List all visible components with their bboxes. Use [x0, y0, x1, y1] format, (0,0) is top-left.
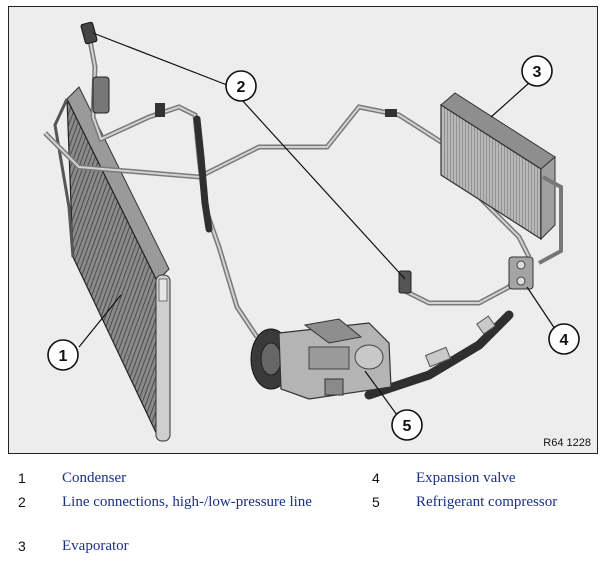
legend-text: Refrigerant compressor — [416, 494, 558, 510]
line-connection-fittings — [80, 21, 412, 294]
legend-number: 1 — [18, 470, 26, 486]
condenser — [53, 86, 171, 442]
legend-text: Evaporator — [62, 538, 129, 554]
evaporator — [440, 92, 563, 265]
callout-2: 2 — [225, 70, 257, 102]
legend-text: Condenser — [62, 470, 127, 486]
diagram-figure: 1 2 3 4 5 R64 1228 — [8, 6, 598, 454]
callout-5: 5 — [391, 409, 423, 441]
leader-lines — [78, 32, 556, 416]
legend-number: 5 — [372, 494, 380, 510]
legend: 1 Condenser 2 Line connections, high-/lo… — [0, 462, 608, 562]
legend-text: Line connections, high-/low-pressure lin… — [62, 494, 312, 510]
callout-1: 1 — [47, 339, 79, 371]
svg-text:1: 1 — [59, 348, 68, 365]
expansion-valve — [508, 256, 534, 290]
svg-text:4: 4 — [560, 332, 569, 349]
hoses — [193, 115, 514, 400]
callout-4: 4 — [548, 323, 580, 355]
legend-number: 3 — [18, 538, 26, 554]
callout-3: 3 — [521, 55, 553, 87]
legend-text: Expansion valve — [416, 470, 516, 486]
svg-text:5: 5 — [403, 418, 412, 435]
legend-number: 4 — [372, 470, 380, 486]
ac-system-drawing: 1 2 3 4 5 — [43, 21, 580, 442]
svg-text:2: 2 — [237, 79, 246, 96]
legend-number: 2 — [18, 494, 26, 510]
refrigerant-compressor — [250, 318, 392, 400]
figure-code: R64 1228 — [543, 437, 591, 449]
svg-text:3: 3 — [533, 64, 542, 81]
